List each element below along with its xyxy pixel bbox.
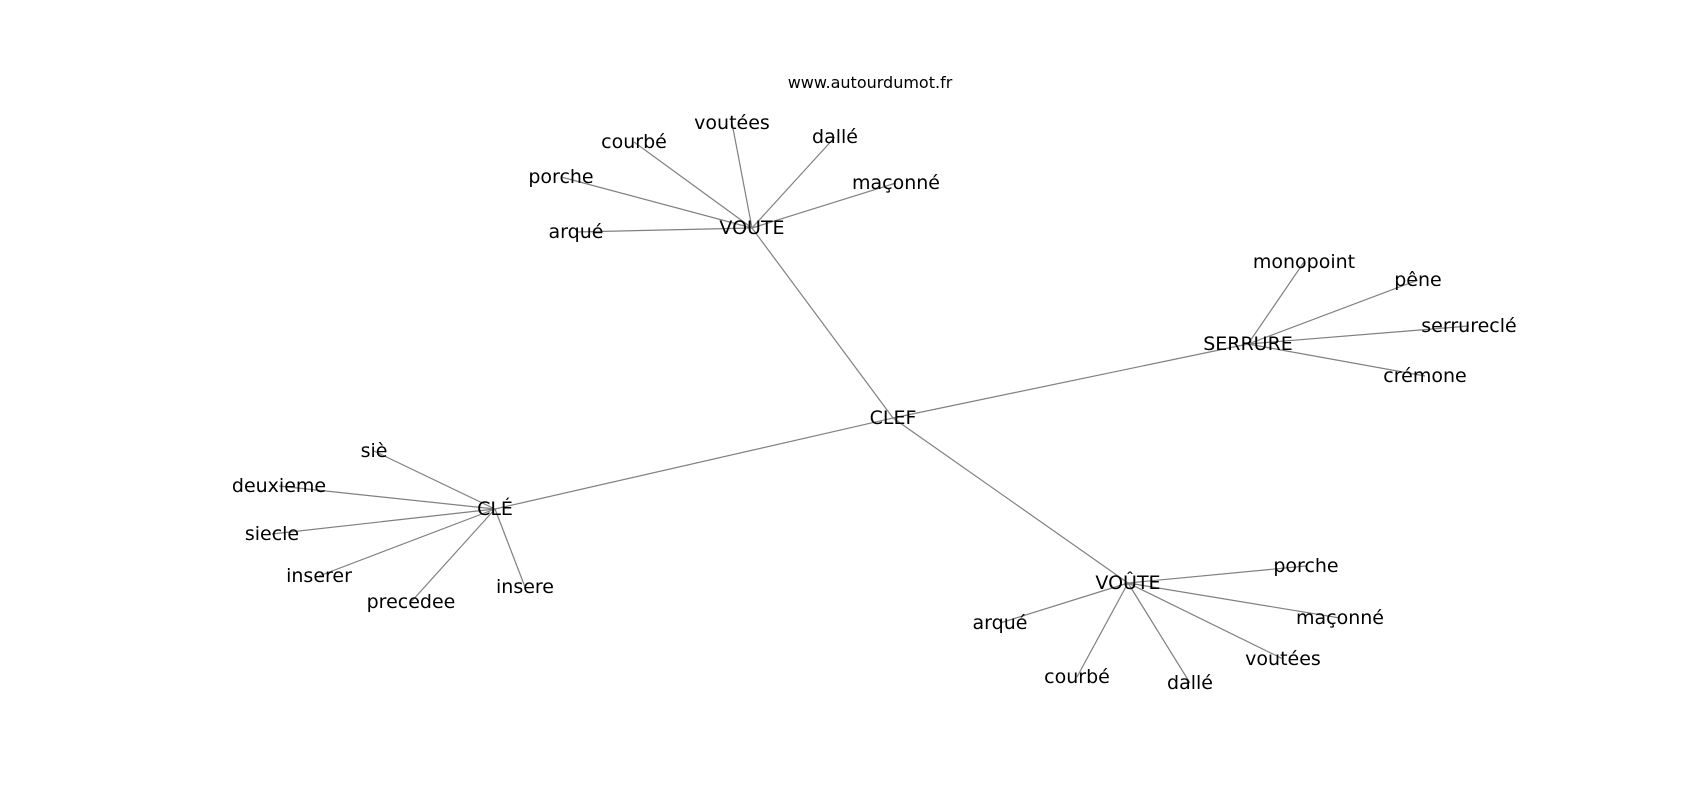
node-label-c_sie: siè: [361, 440, 388, 462]
edge-cle-c_inserer: [318, 508, 496, 577]
node-label-v2_courbe: courbé: [1044, 666, 1110, 688]
node-label-v2_porche: porche: [1273, 555, 1338, 577]
node-label-v1_maconne: maçonné: [852, 172, 940, 194]
edge-voute2-v2_voutees: [1127, 582, 1284, 660]
edge-clef-voute2: [892, 417, 1129, 584]
edge-cle-c_precedee: [410, 508, 496, 603]
node-label-s_pene: pêne: [1394, 269, 1441, 291]
edge-cle-c_sie: [373, 450, 496, 510]
node-label-clef: CLEF: [870, 407, 917, 429]
edge-voute1-v1_dalle: [751, 136, 836, 229]
node-label-s_monopoint: monopoint: [1253, 251, 1355, 273]
node-label-v1_voutees: voutées: [694, 112, 770, 134]
edge-voute1-v1_arque: [575, 227, 753, 233]
edge-voute1-v1_maconne: [751, 182, 897, 229]
node-label-v1_courbe: courbé: [601, 131, 667, 153]
edge-serrure-s_serrurecle: [1247, 325, 1470, 345]
edge-clef-voute1: [751, 227, 894, 419]
edge-voute2-v2_maconne: [1127, 582, 1341, 619]
node-label-v1_dalle: dallé: [812, 126, 858, 148]
edge-voute2-v2_porche: [1127, 565, 1307, 584]
edge-cle-c_insere: [494, 508, 526, 588]
node-label-v1_arque: arqué: [549, 221, 604, 243]
graph-edges: [271, 122, 1470, 684]
node-label-c_deuxieme: deuxieme: [232, 475, 326, 497]
edge-voute1-v1_voutees: [731, 122, 753, 229]
node-label-v1_porche: porche: [528, 166, 593, 188]
edge-voute2-v2_dalle: [1127, 582, 1191, 684]
edge-cle-c_deuxieme: [278, 485, 496, 510]
edge-voute1-v1_porche: [560, 176, 753, 229]
node-label-c_siecle: siecle: [245, 523, 299, 545]
node-label-voute2: VOÛTE: [1095, 570, 1160, 594]
edge-serrure-s_pene: [1247, 279, 1419, 345]
node-label-s_serrurecle: serrureclé: [1421, 315, 1516, 337]
node-label-s_cremone: crémone: [1383, 365, 1466, 387]
node-label-cle: CLÉ: [477, 497, 513, 520]
node-label-c_insere: insere: [496, 576, 554, 598]
edge-cle-c_siecle: [271, 508, 496, 535]
edge-serrure-s_cremone: [1247, 343, 1426, 377]
node-label-c_precedee: precedee: [367, 591, 456, 613]
edge-voute2-v2_arque: [999, 582, 1129, 624]
edge-clef-serrure: [892, 343, 1249, 419]
watermark-text: www.autourdumot.fr: [788, 73, 953, 92]
node-label-v2_dalle: dallé: [1167, 672, 1213, 694]
node-label-serrure: SERRURE: [1203, 333, 1293, 355]
node-label-v2_voutees: voutées: [1245, 648, 1321, 670]
edge-voute1-v1_courbe: [633, 141, 753, 229]
node-label-c_inserer: inserer: [286, 565, 352, 587]
node-label-v2_maconne: maçonné: [1296, 607, 1384, 629]
graph-labels: CLEF VOUTE SERRURE CLÉ VOÛTE courbé voutées dal…: [232, 112, 1517, 694]
node-label-v2_arque: arqué: [973, 612, 1028, 634]
edge-voute2-v2_courbe: [1076, 582, 1129, 678]
edge-serrure-s_monopoint: [1247, 261, 1305, 345]
edge-clef-cle: [494, 417, 894, 510]
node-label-voute1: VOUTE: [719, 217, 784, 239]
